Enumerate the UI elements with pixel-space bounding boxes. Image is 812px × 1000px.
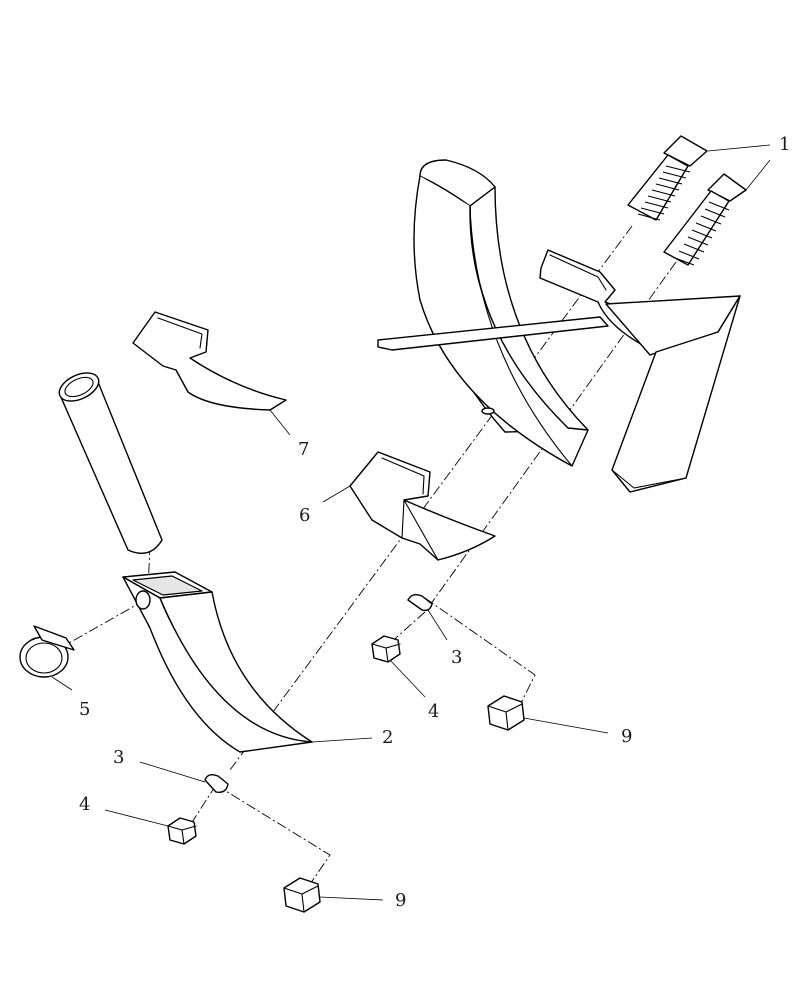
hose-clamp [19,625,75,678]
boot-part-2 [122,571,313,753]
callout-5: 5 [79,699,90,720]
nut-small-upper [371,635,401,663]
callout-1: 1 [779,134,790,155]
shovel-point [605,295,741,493]
callout-9-upper: 9 [621,726,632,747]
tube [58,372,163,554]
pin-upper [407,593,433,612]
clip-part-7 [132,311,287,411]
bolt-lower [663,173,747,266]
nut-small-lower [167,817,197,845]
callout-labels: 1 2 3 3 4 4 5 6 7 9 9 [79,134,790,911]
callout-4-upper: 4 [428,701,439,722]
leader-lines [51,144,771,901]
callout-3-upper: 3 [451,647,462,668]
nut-large-lower [283,877,321,913]
callout-2: 2 [382,727,393,748]
callout-4-lower: 4 [79,794,90,815]
bolt-upper [627,135,708,221]
callout-6: 6 [299,505,310,526]
callout-9-lower: 9 [395,890,406,911]
curved-shank [413,159,589,467]
callout-7: 7 [298,439,309,460]
clip-part-6 [349,451,496,561]
nut-large-upper [487,695,525,731]
flat-bar [377,316,609,351]
callout-3-lower: 3 [113,747,124,768]
pin-lower [204,773,229,794]
